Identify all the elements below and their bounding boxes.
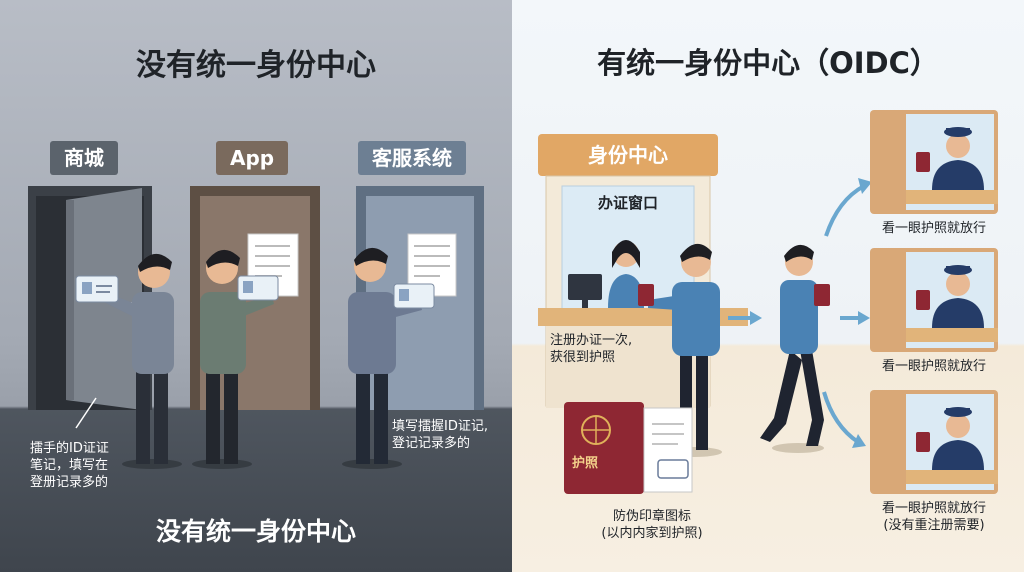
flow-arrow-checkpoint-3 <box>822 391 866 448</box>
left-title: 没有统一身份中心 <box>136 48 376 83</box>
flow-arrow-checkpoint-1 <box>824 178 872 237</box>
checkpoint-3 <box>870 390 998 494</box>
door-label-mall: 商城 <box>50 141 118 175</box>
checkpoint-caption-1: 看一眼护照就放行 <box>881 221 986 236</box>
right-illustration <box>538 110 998 494</box>
right-panel-oidc: 有统一身份中心（OIDC） <box>512 0 1024 572</box>
person-app <box>192 249 279 469</box>
door-label-app: App <box>216 141 289 175</box>
checkpoint-caption-3: 看一眼护照就放行 (没有重注册需要) <box>881 501 986 533</box>
passport-caption: 防伪印章图标 (以内内家到护照) <box>601 509 703 541</box>
left-panel-no-central-identity: 没有统一身份中心 商城 App 客服系统 <box>0 0 512 572</box>
passport-image <box>564 402 693 494</box>
booth-sign: 身份中心 <box>588 143 668 167</box>
checkpoint-caption-2: 看一眼护照就放行 <box>881 359 986 374</box>
person-support <box>342 247 435 469</box>
flow-arrow-checkpoint-2 <box>840 311 870 325</box>
left-illustration <box>28 186 484 469</box>
flow-arrow-to-walker <box>728 311 762 325</box>
checkpoint-2 <box>870 248 998 352</box>
person-mall <box>75 253 182 469</box>
left-note-mall: 擂手的ID证证 笔记，填写在 登册记录多的 <box>30 441 109 490</box>
door-label-support: 客服系统 <box>358 141 466 175</box>
walking-person <box>760 244 830 453</box>
booth-window-label: 办证窗口 <box>597 194 658 212</box>
left-note-support: 填写擂握ID证记, 登记记录多的 <box>392 419 488 451</box>
register-note: 注册办证一次, 获很到护照 <box>550 333 633 365</box>
right-title: 有统一身份中心（OIDC） <box>597 46 939 80</box>
passport-label: 护照 <box>572 456 599 471</box>
checkpoint-1 <box>870 110 998 214</box>
left-bottom-title: 没有统一身份中心 <box>155 517 356 546</box>
